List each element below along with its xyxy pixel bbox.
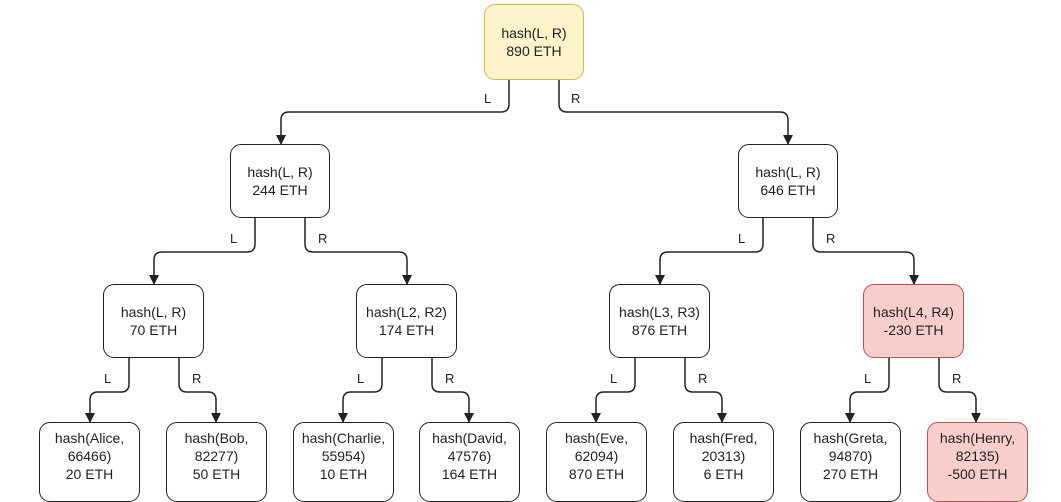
leaf-henry-balance: -500 ETH — [947, 466, 1008, 482]
node-rl: hash(L3, R3) 876 ETH — [609, 284, 710, 358]
leaf-greta-name: hash(Greta, — [813, 430, 888, 446]
edge-label-r-right: R — [826, 231, 836, 246]
leaf-david-name: hash(David, — [432, 430, 507, 446]
leaf-fred-name: hash(Fred, — [689, 430, 758, 446]
leaf-charlie: hash(Charlie, 55954) 10 ETH — [293, 422, 394, 502]
node-l-hash: hash(L, R) — [247, 164, 313, 180]
node-ll-balance: 70 ETH — [129, 322, 178, 338]
node-lr: hash(L2, R2) 174 ETH — [356, 284, 457, 358]
node-r-hash: hash(L, R) — [755, 164, 821, 180]
leaf-charlie-balance: 10 ETH — [319, 466, 368, 482]
leaf-alice: hash(Alice, 66466) 20 ETH — [39, 422, 140, 502]
leaf-david-salt: 47576) — [447, 448, 492, 464]
node-rr: hash(L4, R4) -230 ETH — [863, 284, 964, 358]
node-rr-balance: -230 ETH — [883, 322, 944, 338]
leaf-bob-salt: 82277) — [194, 448, 239, 464]
edge-r-right — [812, 218, 919, 285]
leaf-henry-salt: 82135) — [955, 448, 1000, 464]
leaf-fred: hash(Fred, 20313) 6 ETH — [673, 422, 774, 502]
leaf-eve-balance: 870 ETH — [568, 466, 625, 482]
edge-ll-left — [85, 358, 130, 423]
edge-label-r-left: L — [738, 231, 746, 246]
leaf-eve: hash(Eve, 62094) 870 ETH — [546, 422, 647, 502]
edge-root-right — [558, 80, 793, 145]
leaf-greta: hash(Greta, 94870) 270 ETH — [800, 422, 901, 502]
node-rl-balance: 876 ETH — [631, 322, 688, 338]
edge-lr-left — [338, 358, 383, 423]
node-r: hash(L, R) 646 ETH — [738, 144, 838, 218]
leaf-fred-salt: 20313) — [701, 448, 746, 464]
node-l: hash(L, R) 244 ETH — [230, 144, 330, 218]
node-lr-balance: 174 ETH — [378, 322, 435, 338]
leaf-henry-name: hash(Henry, — [939, 430, 1016, 446]
edge-rl-left — [591, 358, 636, 423]
edge-label-rr-right: R — [952, 371, 962, 386]
leaf-fred-balance: 6 ETH — [703, 466, 744, 482]
edge-label-lr-left: L — [357, 371, 365, 386]
node-ll-hash: hash(L, R) — [120, 304, 187, 320]
edge-label-ll-left: L — [104, 371, 112, 386]
leaf-alice-salt: 66466) — [67, 448, 112, 464]
node-lr-hash: hash(L2, R2) — [366, 304, 447, 320]
leaf-charlie-salt: 55954) — [321, 448, 366, 464]
edge-rl-right — [684, 358, 727, 423]
leaf-david-balance: 164 ETH — [441, 466, 498, 482]
edge-l-right — [304, 218, 412, 285]
root-node: hash(L, R) 890 ETH — [484, 4, 584, 80]
leaf-bob-balance: 50 ETH — [192, 466, 241, 482]
leaf-eve-name: hash(Eve, — [564, 430, 629, 446]
leaf-bob: hash(Bob, 82277) 50 ETH — [166, 422, 267, 502]
edge-l-left — [149, 218, 256, 285]
edge-rr-right — [938, 358, 981, 423]
edge-label-rr-left: L — [864, 371, 872, 386]
leaf-david: hash(David, 47576) 164 ETH — [419, 422, 520, 502]
root-balance: 890 ETH — [506, 43, 562, 59]
leaf-greta-salt: 94870) — [828, 448, 873, 464]
leaf-greta-balance: 270 ETH — [822, 466, 879, 482]
edge-label-ll-right: R — [192, 371, 202, 386]
edge-lr-right — [431, 358, 474, 423]
node-ll: hash(L, R) 70 ETH — [103, 284, 204, 358]
edge-root-left — [276, 80, 510, 145]
leaf-eve-salt: 62094) — [574, 448, 619, 464]
leaf-alice-balance: 20 ETH — [65, 466, 114, 482]
leaf-charlie-name: hash(Charlie, — [301, 430, 386, 446]
root-hash: hash(L, R) — [501, 25, 567, 41]
edge-label-l-left: L — [230, 231, 238, 246]
node-rr-hash: hash(L4, R4) — [873, 304, 954, 320]
edge-rr-left — [845, 358, 890, 423]
node-rl-hash: hash(L3, R3) — [619, 304, 700, 320]
edge-label-root-left: L — [484, 91, 492, 106]
node-l-balance: 244 ETH — [252, 182, 308, 198]
edge-ll-right — [178, 358, 221, 423]
edge-label-lr-right: R — [445, 371, 455, 386]
leaf-alice-name: hash(Alice, — [54, 430, 125, 446]
node-r-balance: 646 ETH — [760, 182, 816, 198]
leaf-henry: hash(Henry, 82135) -500 ETH — [927, 422, 1028, 502]
edge-label-root-right: R — [571, 91, 581, 106]
edge-label-l-right: R — [318, 231, 328, 246]
leaf-bob-name: hash(Bob, — [184, 430, 249, 446]
edge-label-rl-left: L — [610, 371, 618, 386]
edge-r-left — [655, 218, 764, 285]
edge-label-rl-right: R — [698, 371, 708, 386]
